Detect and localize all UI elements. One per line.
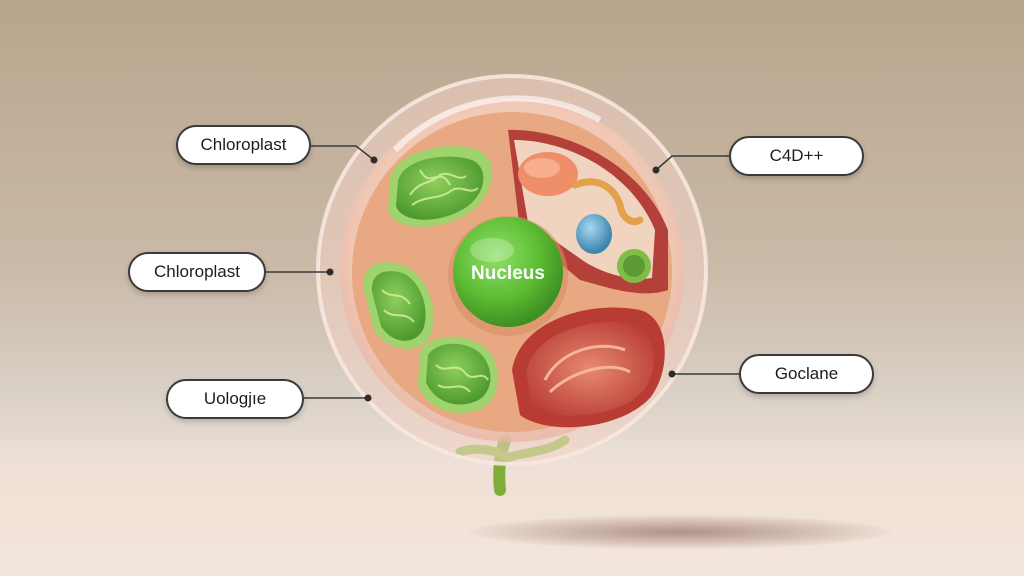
- label-top-right: C4D++: [729, 136, 864, 176]
- mitochondria-bottom: [512, 307, 665, 428]
- cell-shadow: [470, 515, 890, 549]
- organelles-top-right: [518, 152, 651, 283]
- chloroplast-top: [388, 146, 492, 227]
- chloroplast-middle: [363, 262, 434, 349]
- label-chloroplast-top: Chloroplast: [176, 125, 311, 165]
- chloroplast-bottom: [418, 336, 499, 414]
- nucleus: [453, 217, 563, 327]
- label-bottom-left: Uologjıe: [166, 379, 304, 419]
- nucleus-label: Nucleus: [471, 263, 545, 284]
- label-chloroplast-middle: Chloroplast: [128, 252, 266, 292]
- leader-lines: [266, 145, 739, 399]
- leader-dots: [326, 156, 676, 402]
- vacuole: [576, 214, 612, 254]
- label-bottom-right: Goclane: [739, 354, 874, 394]
